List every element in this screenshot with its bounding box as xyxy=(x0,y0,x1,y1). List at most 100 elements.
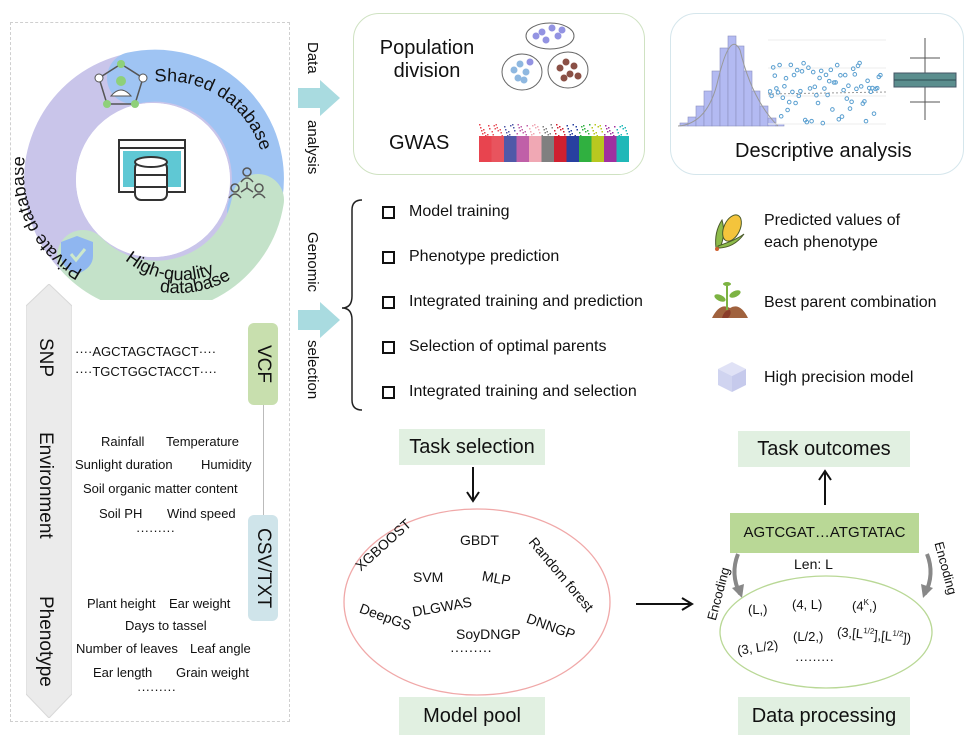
population-label-line2: division xyxy=(393,60,461,82)
gwas-point xyxy=(616,129,618,131)
task-option-model-training[interactable]: Model training xyxy=(382,202,643,222)
genomic-label: Genomic xyxy=(304,232,321,293)
gwas-point xyxy=(605,125,607,127)
scatter-plot-icon xyxy=(768,39,886,126)
checkbox-icon[interactable] xyxy=(382,250,395,264)
scatter-point xyxy=(769,93,774,99)
gwas-point xyxy=(524,131,526,133)
gwas-point xyxy=(564,134,566,136)
gwas-point xyxy=(600,128,602,130)
pheno-item: Days to tassel xyxy=(125,618,207,633)
gwas-point xyxy=(525,134,527,136)
task-option-integrated-selection[interactable]: Integrated training and selection xyxy=(382,382,643,402)
gwas-point xyxy=(544,132,546,134)
gwas-point xyxy=(560,129,562,131)
scatter-point xyxy=(775,90,781,95)
task-option-integrated-prediction[interactable]: Integrated training and prediction xyxy=(382,292,643,312)
checkbox-icon[interactable] xyxy=(382,205,395,219)
pheno-more: ········· xyxy=(137,682,176,697)
gwas-point xyxy=(491,131,493,133)
gwas-point xyxy=(526,125,528,127)
task-label: Integrated training and selection xyxy=(409,383,637,400)
gwas-point xyxy=(610,133,612,135)
gwas-point xyxy=(575,126,577,128)
checkbox-icon[interactable] xyxy=(382,385,395,399)
histogram-bar xyxy=(703,90,713,127)
scatter-point xyxy=(846,83,851,89)
checkbox-icon[interactable] xyxy=(382,340,395,354)
manhattan-plot-icon xyxy=(479,124,629,162)
genomic-selection-arrow-icon xyxy=(298,302,340,338)
gwas-point xyxy=(485,135,487,137)
gwas-point xyxy=(622,128,624,130)
scatter-point xyxy=(826,78,832,84)
high-quality-ring-segment xyxy=(57,174,284,300)
scatter-point xyxy=(783,75,789,81)
gwas-chromosome-bar xyxy=(516,136,530,162)
scatter-point xyxy=(794,67,800,73)
env-item: Humidity xyxy=(201,457,252,472)
scatter-point xyxy=(838,72,843,78)
gwas-point xyxy=(596,135,598,137)
gwas-label: GWAS xyxy=(389,132,450,154)
checkbox-icon[interactable] xyxy=(382,295,395,309)
analysis-label: analysis xyxy=(304,120,321,175)
gwas-chromosome-bar xyxy=(504,136,517,162)
gwas-chromosome-bar xyxy=(616,136,629,162)
output-best-parent: Best parent combination xyxy=(764,294,937,311)
gwas-point xyxy=(505,129,507,131)
task-option-phenotype-prediction[interactable]: Phenotype prediction xyxy=(382,247,643,267)
gwas-point xyxy=(520,126,522,128)
scatter-point xyxy=(833,80,838,85)
gwas-point xyxy=(507,135,509,137)
scatter-point xyxy=(857,60,862,66)
gwas-point xyxy=(581,126,583,128)
gwas-point xyxy=(593,133,595,135)
gwas-point xyxy=(545,128,547,130)
histogram-bar xyxy=(759,105,769,127)
database-icon xyxy=(118,139,186,201)
scatter-point xyxy=(798,88,803,94)
gwas-point xyxy=(534,124,536,126)
gwas-point xyxy=(571,133,573,135)
scatter-point xyxy=(834,62,840,68)
gwas-point xyxy=(557,127,559,129)
snp-sequence-1: ····AGCTAGCTAGCT···· xyxy=(75,344,217,359)
scatter-point xyxy=(801,60,806,66)
scatter-point xyxy=(847,106,853,111)
gwas-point xyxy=(554,130,556,132)
gwas-point xyxy=(508,131,510,133)
scatter-point xyxy=(842,72,848,78)
task-option-optimal-parents[interactable]: Selection of optimal parents xyxy=(382,337,643,357)
gwas-point xyxy=(559,126,561,128)
task-list: Model training Phenotype prediction Inte… xyxy=(382,202,643,402)
pheno-item: Grain weight xyxy=(176,665,249,680)
env-item: Soil PH xyxy=(99,506,143,521)
scatter-point xyxy=(799,68,805,74)
gwas-point xyxy=(480,127,482,129)
scatter-point xyxy=(822,86,827,91)
gwas-point xyxy=(504,126,506,128)
gwas-point xyxy=(576,129,578,131)
task-label: Integrated training and prediction xyxy=(409,293,643,310)
scatter-point xyxy=(865,78,870,84)
seedling-icon xyxy=(712,282,748,318)
shape-4-l: (4, L) xyxy=(792,597,823,612)
gwas-point xyxy=(595,132,597,134)
env-more: ········· xyxy=(136,523,175,538)
gwas-point xyxy=(567,128,569,130)
gwas-point xyxy=(532,125,534,127)
model-svm[interactable]: SVM xyxy=(413,569,444,585)
gwas-point xyxy=(550,124,552,126)
gwas-point xyxy=(551,127,553,129)
gwas-chromosome-bar xyxy=(554,136,567,162)
corn-icon xyxy=(715,214,745,251)
task-selection-box: Task selection xyxy=(399,429,545,465)
scatter-point xyxy=(815,100,821,106)
model-gbdt[interactable]: GBDT xyxy=(460,532,499,548)
gwas-point xyxy=(562,128,564,130)
histogram-bar xyxy=(751,90,761,127)
scatter-point xyxy=(852,72,858,77)
task-outcomes-box: Task outcomes xyxy=(738,431,910,467)
model-soydngp[interactable]: SoyDNGP xyxy=(456,626,521,642)
